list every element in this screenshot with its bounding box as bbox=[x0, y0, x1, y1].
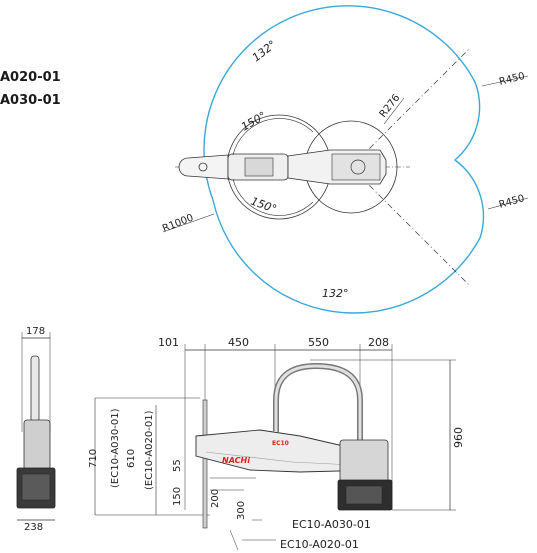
r1000-leader bbox=[162, 213, 215, 233]
front-dim-300: 300 bbox=[236, 501, 247, 520]
angle-label-132-top: 132° bbox=[250, 38, 279, 65]
arm-joint-detail bbox=[244, 157, 274, 177]
r276-leader bbox=[383, 97, 405, 125]
top-view: 132° 150° 150° 132° R276 R450 R450 R1000 bbox=[161, 5, 529, 314]
front-dim-200: 200 bbox=[210, 489, 221, 508]
front-dim-610-note: (EC10-A020-01) bbox=[144, 410, 155, 490]
front-base-panel bbox=[345, 485, 383, 505]
front-dim-710: 710 bbox=[88, 449, 99, 468]
side-view: 178 238 bbox=[16, 326, 56, 533]
r450-leader-top bbox=[481, 75, 529, 87]
base-axis-mark bbox=[198, 162, 208, 172]
work-envelope-outline bbox=[203, 5, 485, 314]
front-dim-450: 450 bbox=[228, 336, 249, 349]
side-arm-body bbox=[23, 419, 51, 471]
side-dim-178: 178 bbox=[26, 326, 45, 337]
front-model-badge: EC10 bbox=[272, 440, 289, 447]
front-dim-710-note: (EC10-A030-01) bbox=[110, 408, 121, 488]
front-column bbox=[339, 439, 389, 485]
side-dim-238: 238 bbox=[24, 522, 43, 533]
radius-label-r1000: R1000 bbox=[161, 212, 195, 234]
front-dim-960: 960 bbox=[452, 427, 465, 448]
angle-arc-150-lower bbox=[232, 178, 314, 216]
model-label-a020: A020-01 bbox=[0, 70, 61, 85]
side-column bbox=[30, 355, 40, 423]
radius-label-r450-top: R450 bbox=[498, 71, 526, 88]
front-dim-55: 55 bbox=[172, 459, 183, 472]
front-view: 101 450 550 208 960 710 (EC10-A030-01) 6… bbox=[88, 336, 465, 551]
front-cable-duct-inner bbox=[274, 364, 362, 450]
arm-link-2-detail bbox=[331, 153, 381, 181]
front-brand-logo: NACHi bbox=[222, 456, 250, 465]
angle-label-150-upper: 150° bbox=[239, 109, 268, 134]
side-base-panel bbox=[21, 473, 51, 501]
arm-link-1 bbox=[178, 154, 229, 180]
callout-a020-pointer bbox=[229, 529, 239, 551]
angle-arc-150-upper bbox=[232, 118, 314, 156]
front-dim-208: 208 bbox=[368, 336, 389, 349]
front-dim-550: 550 bbox=[308, 336, 329, 349]
radial-line-lower bbox=[350, 166, 471, 287]
radius-label-r450-bottom: R450 bbox=[498, 193, 526, 211]
callout-a020: EC10-A020-01 bbox=[280, 538, 359, 551]
front-ball-screw bbox=[202, 399, 208, 529]
radial-line-upper bbox=[350, 47, 471, 168]
model-label-a030: A030-01 bbox=[0, 93, 61, 108]
front-dim-150: 150 bbox=[172, 487, 183, 506]
angle-label-132-bottom: 132° bbox=[322, 287, 349, 300]
tool-flange bbox=[350, 159, 366, 175]
front-dim-610: 610 bbox=[126, 449, 137, 468]
callout-a030: EC10-A030-01 bbox=[292, 518, 371, 531]
r450-leader-bottom bbox=[487, 197, 529, 210]
front-dim-101: 101 bbox=[158, 336, 179, 349]
